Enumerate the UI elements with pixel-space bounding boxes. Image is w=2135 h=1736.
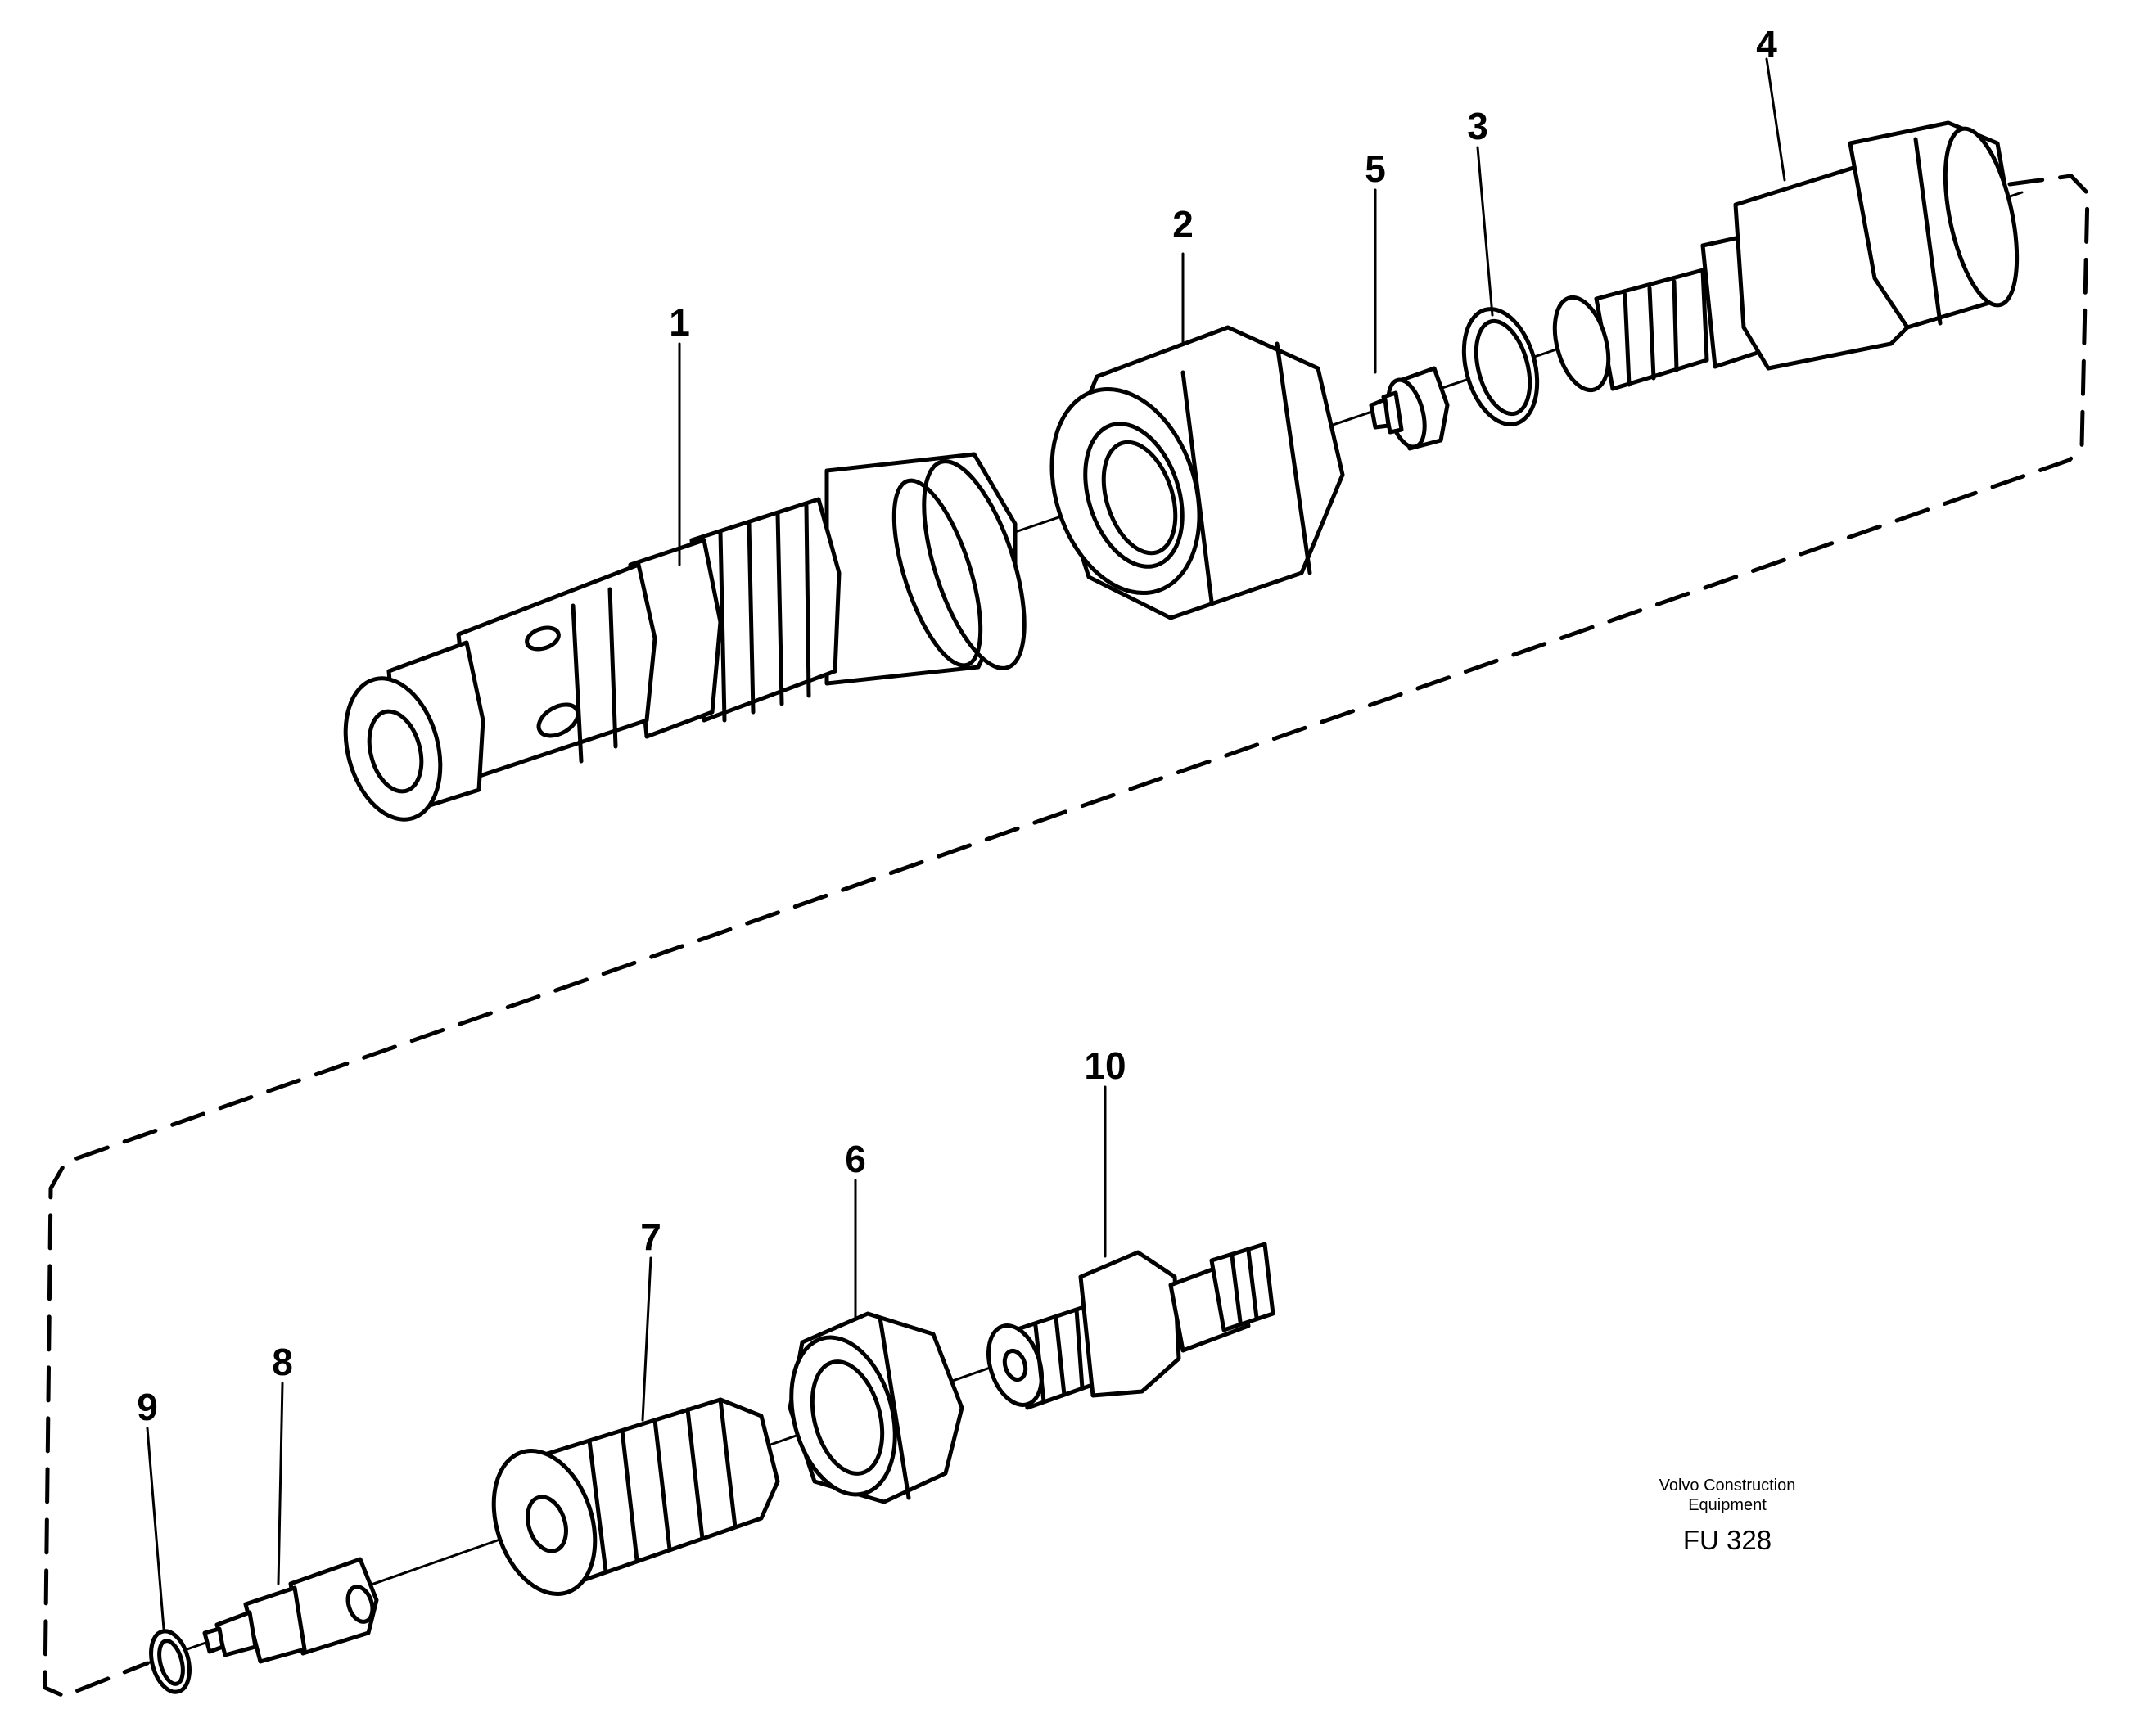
callout-2: 2 [1172, 203, 1194, 246]
callout-1: 1 [669, 301, 690, 344]
part-7-threaded-sleeve [491, 1256, 780, 1596]
callout-6: 6 [845, 1138, 866, 1180]
part-6-hex-nut [788, 1179, 964, 1504]
reference-code: FU 328 [1682, 1525, 1772, 1555]
callout-3: 3 [1467, 105, 1488, 147]
part-9-oring [146, 1427, 192, 1694]
part-5-poppet [1369, 188, 1450, 451]
callout-8: 8 [272, 1341, 293, 1383]
reference-company-line2: Equipment [1688, 1496, 1767, 1514]
reference-company-line1: Volvo Construction [1659, 1477, 1796, 1495]
callout-4: 4 [1756, 23, 1777, 65]
part-1-valve-cartridge [343, 342, 1027, 822]
part-8-spool [202, 1382, 379, 1664]
callout-5: 5 [1365, 147, 1386, 190]
callout-labels: 1 2 3 4 5 6 7 8 9 10 [137, 23, 1777, 1428]
part-3-washer [1461, 146, 1540, 426]
part-2-hex-nut [1049, 252, 1345, 620]
part-10-union-fitting [986, 1085, 1275, 1410]
callout-7: 7 [640, 1215, 661, 1258]
callout-10: 10 [1084, 1044, 1126, 1087]
dashed-frame [43, 174, 2090, 1698]
reference-company: Volvo Construction Equipment [1555, 1476, 1899, 1515]
callout-9: 9 [137, 1386, 158, 1428]
part-4-plug-body [1552, 57, 2020, 393]
